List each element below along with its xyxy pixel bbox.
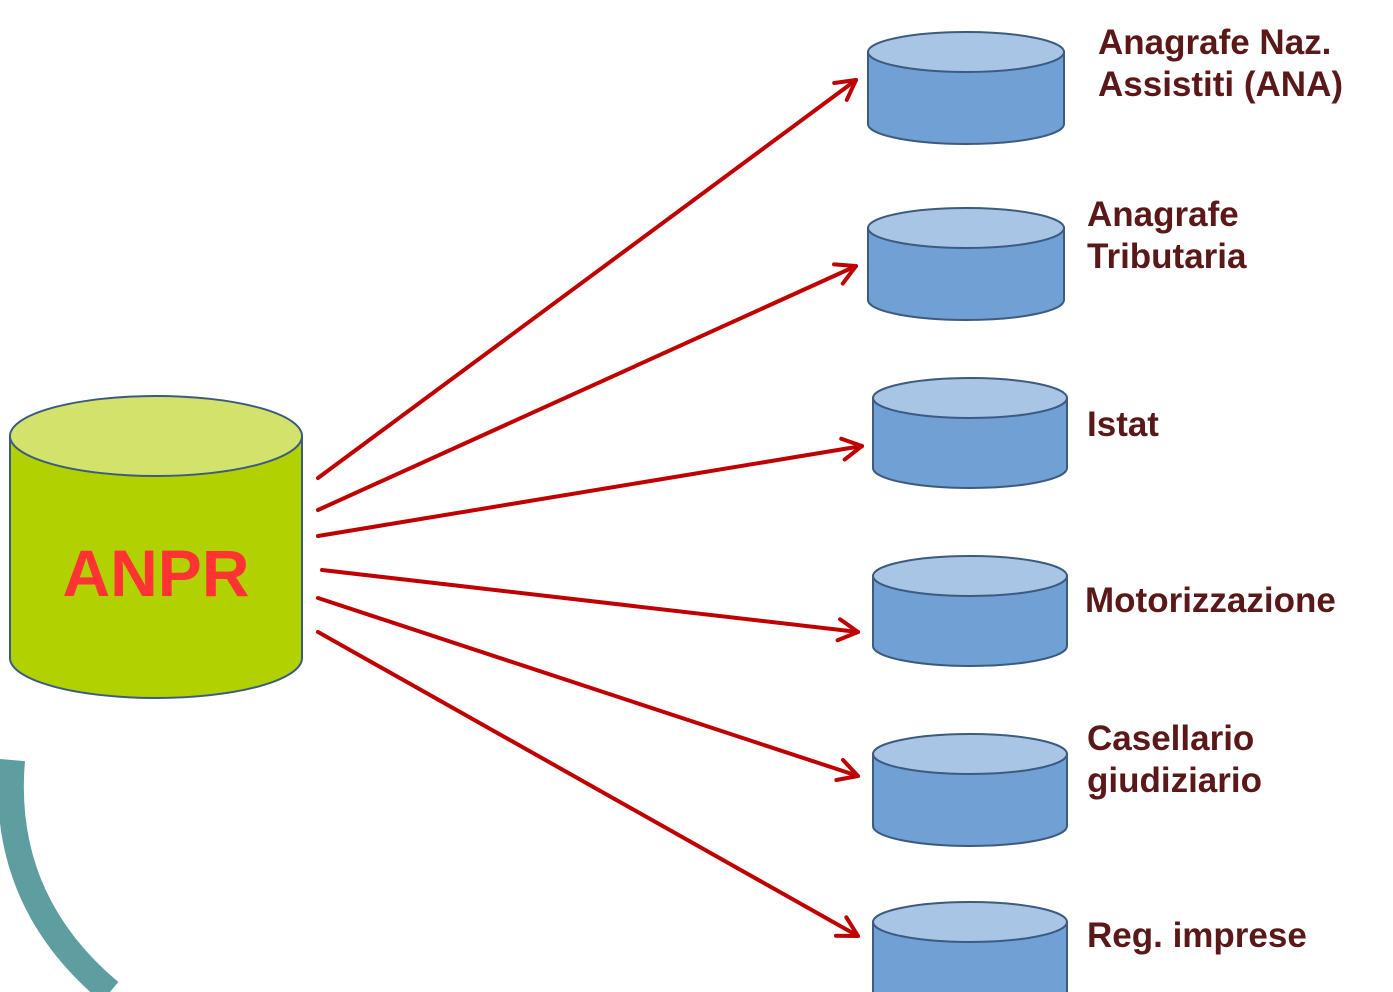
- arrow-head-icon: [832, 78, 858, 102]
- arrow-to-casellario: [316, 596, 860, 782]
- database-icon-casellario: [872, 733, 1068, 847]
- arrow-shaft: [316, 630, 860, 938]
- arrow-to-ana: [316, 78, 858, 480]
- anpr-label: ANPR: [62, 536, 250, 610]
- arrow-shaft: [316, 78, 858, 480]
- database-icon-motorizzazione: [872, 555, 1068, 667]
- database-cylinder-body: [872, 575, 1068, 667]
- target-label-line: Tributaria: [1087, 237, 1247, 276]
- database-cylinder-top: [872, 377, 1068, 419]
- arrow-to-tributaria: [316, 262, 858, 512]
- target-label-line: Assistiti (ANA): [1098, 65, 1344, 104]
- database-cylinder-body: [872, 397, 1068, 489]
- arrow-head-icon: [835, 617, 860, 643]
- database-cylinder-body: [867, 227, 1065, 321]
- arrow-to-motorizzazione: [320, 568, 860, 643]
- arrow-group: [316, 78, 864, 938]
- database-cylinder-top: [867, 207, 1065, 249]
- corner-arc-decoration: [0, 758, 119, 992]
- database-cylinder-top: [872, 555, 1068, 597]
- target-label-motorizzazione: Motorizzazione: [1085, 580, 1336, 622]
- arrow-head-icon: [839, 436, 864, 462]
- target-label-reg-imprese: Reg. imprese: [1087, 915, 1307, 957]
- target-label-line: Istat: [1087, 405, 1159, 444]
- target-label-line: giudiziario: [1087, 761, 1262, 800]
- database-icon-tributaria: [867, 207, 1065, 321]
- arrow-shaft: [316, 444, 864, 538]
- anpr-cylinder-body: [9, 435, 303, 699]
- database-cylinder-top: [867, 31, 1065, 73]
- database-cylinder-top: [872, 733, 1068, 775]
- arrow-to-istat: [316, 436, 864, 538]
- target-label-casellario: Casellario giudiziario: [1087, 718, 1262, 802]
- target-label-line: Anagrafe: [1087, 195, 1239, 234]
- target-label-line: Motorizzazione: [1085, 581, 1336, 620]
- arrow-to-reg-imprese: [316, 630, 860, 938]
- arrow-head-icon: [834, 757, 860, 782]
- database-cylinder-body: [867, 51, 1065, 145]
- target-label-line: Casellario: [1087, 719, 1255, 758]
- arrow-shaft: [320, 568, 860, 634]
- database-icon-ana: [867, 31, 1065, 145]
- arrow-head-icon: [834, 915, 860, 938]
- arrow-shaft: [316, 596, 860, 778]
- target-database-group: [867, 31, 1068, 992]
- arrow-shaft: [316, 264, 858, 512]
- arrow-head-icon: [832, 262, 858, 286]
- anpr-cylinder-top: [9, 395, 303, 477]
- target-label-istat: Istat: [1087, 404, 1159, 446]
- target-label-line: Anagrafe Naz.: [1098, 23, 1332, 62]
- anpr-database-icon: [9, 395, 303, 699]
- database-cylinder-top: [872, 901, 1068, 943]
- target-label-line: Reg. imprese: [1087, 916, 1307, 955]
- database-icon-reg-imprese: [872, 901, 1068, 992]
- database-cylinder-body: [872, 753, 1068, 847]
- target-label-ana: Anagrafe Naz. Assistiti (ANA): [1098, 22, 1343, 106]
- database-icon-istat: [872, 377, 1068, 489]
- target-label-tributaria: Anagrafe Tributaria: [1087, 194, 1246, 278]
